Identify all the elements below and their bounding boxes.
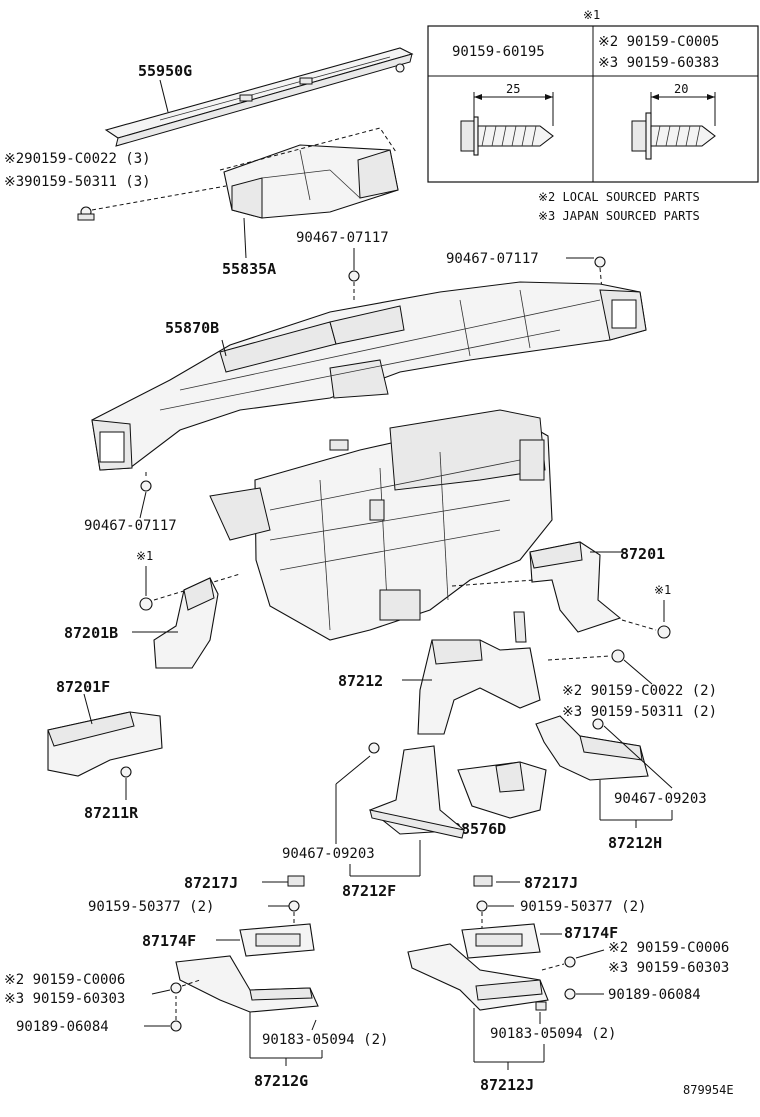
- part-87212j-drawing: [407, 943, 549, 1011]
- label-87212h: 87212H: [608, 834, 662, 852]
- label-90159-50377-right: 90159-50377 (2): [520, 899, 646, 915]
- note-japan-sourced: ※3 JAPAN SOURCED PARTS: [538, 209, 700, 223]
- label-90467-07117-top: 90467-07117: [296, 230, 389, 246]
- part-87201f-drawing: [47, 711, 163, 777]
- label-90159-60303-right: ※3 90159-60303: [608, 960, 729, 976]
- label-90467-07117-left: 90467-07117: [84, 518, 177, 534]
- label-90189-06084-right: 90189-06084: [608, 987, 701, 1003]
- fastener-spec-table: ※1 90159-60195 ※2 90159-C0005 ※3 90159-6…: [427, 8, 759, 183]
- note-local-sourced: ※2 LOCAL SOURCED PARTS: [538, 190, 700, 204]
- part-87201-drawing: [529, 541, 622, 633]
- label-90159-c0022-3: ※290159-C0022 (3): [4, 151, 151, 167]
- table-col1-part: 90159-60195: [452, 44, 545, 60]
- part-55835a-drawing: [223, 144, 399, 219]
- label-90159-c0022-2: ※2 90159-C0022 (2): [562, 683, 717, 699]
- table-col2-part-b: ※3 90159-60383: [598, 55, 719, 71]
- label-87212: 87212: [338, 672, 383, 690]
- label-87201b: 87201B: [64, 624, 118, 642]
- label-87211r: 87211R: [84, 804, 139, 822]
- bolt-icon: 25: [460, 82, 554, 156]
- label-87174f-left: 87174F: [142, 932, 196, 950]
- label-90467-09203-right: 90467-09203: [614, 791, 707, 807]
- part-55870b-drawing: [91, 281, 647, 471]
- label-87212f: 87212F: [342, 882, 396, 900]
- label-87212g: 87212G: [254, 1072, 308, 1090]
- label-90467-09203-mid: 90467-09203: [282, 846, 375, 862]
- table-col2-part-a: ※2 90159-C0005: [598, 34, 719, 50]
- label-90467-07117-right: 90467-07117: [446, 251, 539, 267]
- label-87174f-right: 87174F: [564, 924, 618, 942]
- label-90159-c0006-right: ※2 90159-C0006: [608, 940, 729, 956]
- label-88576d: 88576D: [452, 820, 506, 838]
- label-55835a: 55835A: [222, 260, 276, 278]
- figure-id: 879954E: [683, 1083, 734, 1097]
- label-90183-05094-right: 90183-05094 (2): [490, 1026, 616, 1042]
- label-90159-60303-left: ※3 90159-60303: [4, 991, 125, 1007]
- label-90159-50311-2: ※3 90159-50311 (2): [562, 704, 717, 720]
- part-87174f-right-drawing: [461, 923, 541, 959]
- part-87212g-drawing: [175, 955, 319, 1013]
- table-col2-dim: 20: [674, 82, 688, 96]
- part-87212-drawing: [417, 611, 541, 735]
- label-87212j: 87212J: [480, 1076, 534, 1094]
- part-55950g-drawing: [104, 47, 414, 147]
- label-87201f: 87201F: [56, 678, 110, 696]
- label-55870b: 55870B: [165, 319, 219, 337]
- bolt-icon: 20: [631, 82, 716, 160]
- label-90159-50377-left: 90159-50377 (2): [88, 899, 214, 915]
- label-87217j-right: 87217J: [524, 874, 578, 892]
- part-87174f-left-drawing: [239, 923, 315, 957]
- hvac-unit-drawing: [209, 409, 553, 641]
- label-90159-50311-3: ※390159-50311 (3): [4, 174, 151, 190]
- label-87217j-left: 87217J: [184, 874, 238, 892]
- label-55950g: 55950G: [138, 62, 192, 80]
- table-col1-dim: 25: [506, 82, 520, 96]
- part-87201b-drawing: [153, 577, 219, 669]
- table-mark: ※1: [583, 8, 600, 22]
- part-88576d-drawing: [457, 761, 547, 819]
- part-87212f-drawing: [368, 745, 466, 839]
- label-87201: 87201: [620, 545, 665, 563]
- label-90159-c0006-left: ※2 90159-C0006: [4, 972, 125, 988]
- label-90189-06084-left: 90189-06084: [16, 1019, 109, 1035]
- label-90183-05094-left: 90183-05094 (2): [262, 1032, 388, 1048]
- part-87212h-drawing: [535, 715, 649, 781]
- mark1-right: ※1: [654, 583, 671, 597]
- mark1-left: ※1: [136, 549, 153, 563]
